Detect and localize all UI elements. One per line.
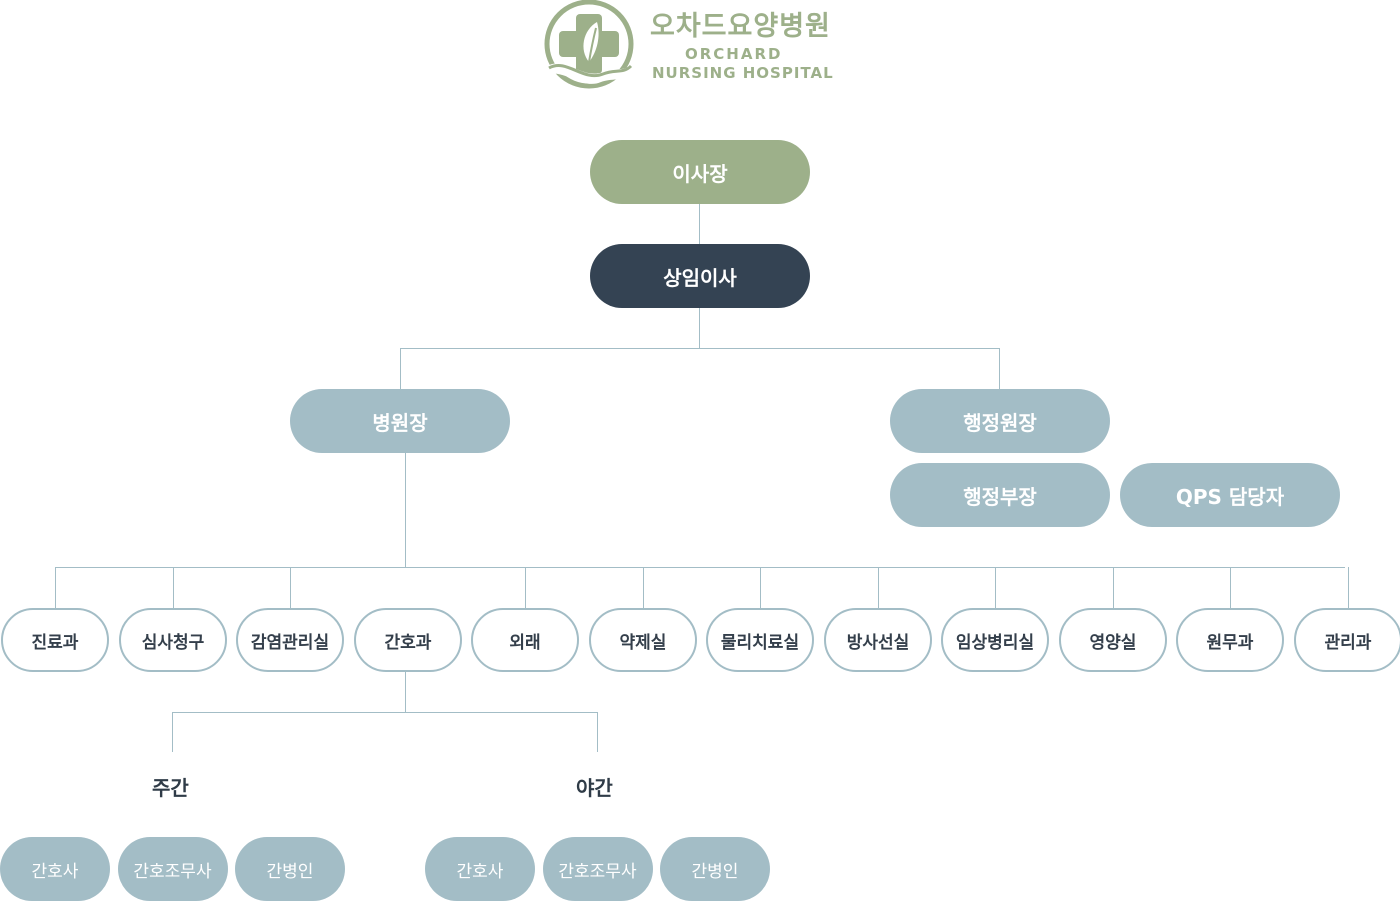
logo-name-korean: 오차드요양병원 — [650, 11, 831, 42]
department-node: 관리과 — [1294, 608, 1400, 672]
day-shift-staff-node: 간병인 — [235, 837, 345, 901]
connector-hospital-director-down — [405, 453, 406, 567]
department-node: 임상병리실 — [941, 608, 1049, 672]
hospital-logo: 오차드요양병원 ORCHARD NURSING HOSPITAL — [543, 0, 843, 92]
connector-to-day-shift — [172, 712, 173, 752]
department-node: 방사선실 — [824, 608, 932, 672]
connector-shifts-horizontal — [172, 712, 598, 713]
cross-leaf-logo-icon — [544, 0, 634, 89]
night-shift-staff-node: 간호조무사 — [542, 837, 653, 901]
day-shift-label: 주간 — [152, 776, 189, 800]
connector-to-department — [55, 567, 56, 608]
connector-to-department — [1348, 567, 1349, 608]
department-node: 심사청구 — [119, 608, 227, 672]
connector-directors-horizontal — [400, 348, 1000, 349]
admin-director-node: 행정원장 — [890, 389, 1110, 453]
night-shift-staff-node: 간호사 — [425, 837, 535, 901]
connector-to-hospital-director — [400, 348, 401, 389]
hospital-director-node: 병원장 — [290, 389, 510, 453]
department-node: 감염관리실 — [236, 608, 344, 672]
connector-chairman-executive — [699, 204, 700, 244]
department-node: 물리치료실 — [706, 608, 814, 672]
connector-to-department — [290, 567, 291, 608]
connector-to-department — [878, 567, 879, 608]
department-node: 원무과 — [1176, 608, 1284, 672]
department-node: 진료과 — [1, 608, 109, 672]
department-node: 간호과 — [354, 608, 462, 672]
admin-manager-node: 행정부장 — [890, 463, 1110, 527]
day-shift-staff-node: 간호조무사 — [117, 837, 228, 901]
night-shift-label: 야간 — [576, 776, 613, 800]
logo-name-english-line1: ORCHARD — [685, 45, 783, 63]
chairman-node: 이사장 — [590, 140, 810, 204]
connector-departments-horizontal — [55, 567, 1345, 568]
connector-to-department — [525, 567, 526, 608]
executive-director-node: 상임이사 — [590, 244, 810, 308]
connector-executive-down — [699, 308, 700, 348]
department-node: 외래 — [471, 608, 579, 672]
connector-to-department — [995, 567, 996, 608]
connector-nursing-down — [405, 672, 406, 712]
department-node: 약제실 — [589, 608, 697, 672]
connector-to-department — [760, 567, 761, 608]
connector-to-admin-director — [999, 348, 1000, 389]
connector-to-department — [643, 567, 644, 608]
night-shift-staff-node: 간병인 — [660, 837, 770, 901]
qps-manager-node: QPS 담당자 — [1120, 463, 1340, 527]
logo-name-english-line2: NURSING HOSPITAL — [652, 64, 834, 82]
department-node: 영양실 — [1059, 608, 1167, 672]
connector-to-department — [1230, 567, 1231, 608]
connector-to-department — [173, 567, 174, 608]
connector-to-department — [1113, 567, 1114, 608]
connector-to-night-shift — [597, 712, 598, 752]
day-shift-staff-node: 간호사 — [0, 837, 110, 901]
